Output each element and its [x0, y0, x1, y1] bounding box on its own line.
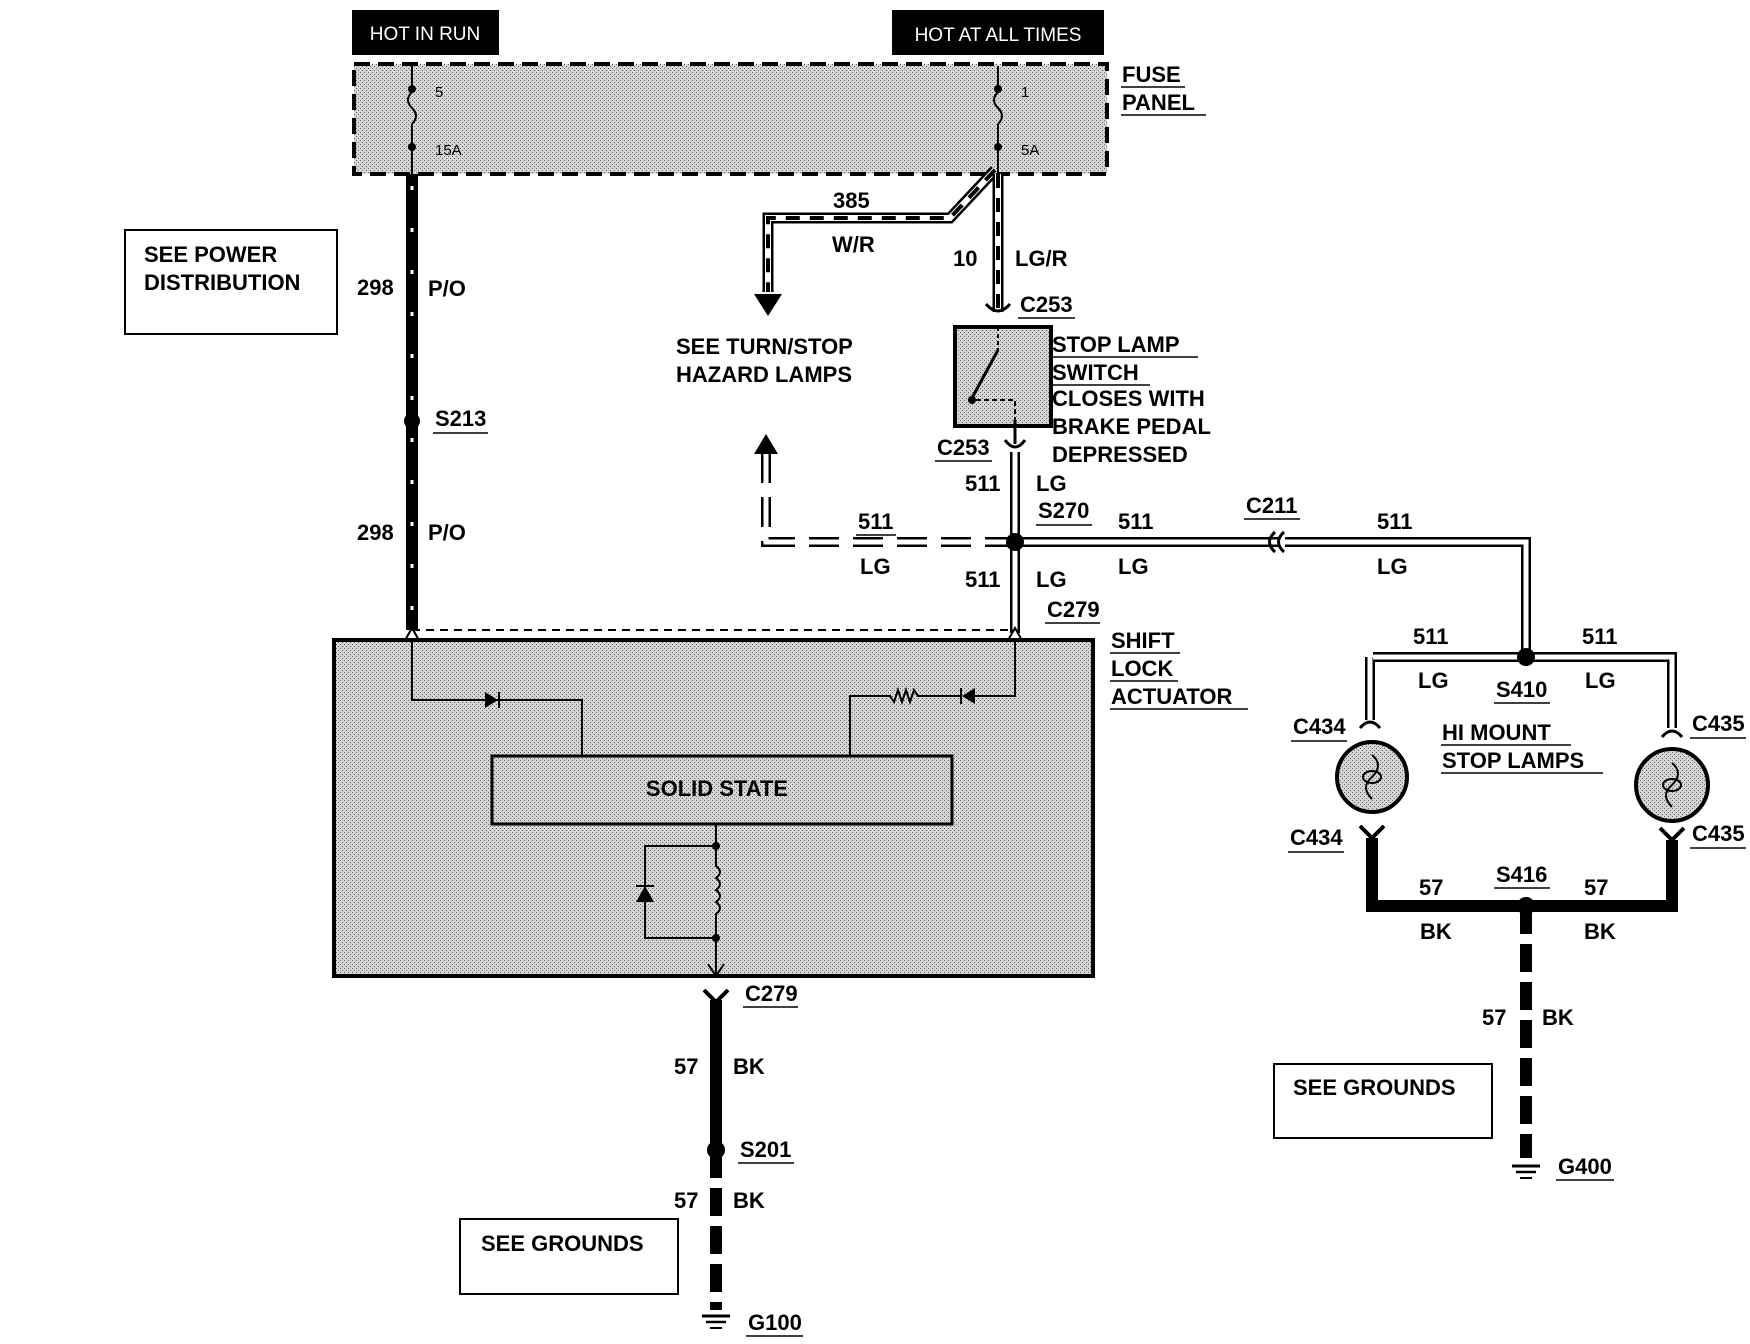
fuse-panel: FUSE PANEL [352, 62, 1206, 176]
wire-57-label-a: 57 [674, 1054, 698, 1079]
c253-lower-label: C253 [937, 435, 990, 460]
see-power-distribution-line-2: DISTRIBUTION [144, 270, 300, 295]
c435-lower-label: C435 [1692, 821, 1745, 846]
wire-bk-s416-right-label: BK [1584, 919, 1616, 944]
hi-mount-label-1: HI MOUNT [1442, 720, 1551, 745]
wire-385-wr: 385 W/R [754, 166, 1000, 316]
c434-upper-label: C434 [1293, 714, 1346, 739]
c253-lower-connector: C253 [935, 435, 1027, 462]
see-turn-stop-line-1: SEE TURN/STOP [676, 334, 853, 359]
wire-po-label-lower: P/O [428, 520, 466, 545]
wire-511-right-label: 511 [1118, 509, 1154, 534]
wire-511-branch-label: 511 [858, 509, 894, 534]
wire-lg-lower-label: LG [1036, 567, 1067, 592]
wire-bk-label-b: BK [733, 1188, 765, 1213]
s213-label: S213 [435, 406, 486, 431]
s201-label: S201 [740, 1137, 791, 1162]
wire-511-lg: C211 S270 511 LG 511 LG 511 LG 511 LG 51… [754, 434, 1677, 728]
wire-298-label-upper: 298 [357, 275, 394, 300]
wire-po-label-upper: P/O [428, 276, 466, 301]
hi-mount-label-2: STOP LAMPS [1442, 748, 1584, 773]
fuse-left: 5 15A [407, 66, 462, 176]
wire-57-label-b: 57 [674, 1188, 698, 1213]
see-power-distribution-line-1: SEE POWER [144, 242, 277, 267]
wire-lg-s410-left-label: LG [1418, 668, 1449, 693]
wire-lg-branch-label: LG [860, 554, 891, 579]
wire-lg-far-label: LG [1377, 554, 1408, 579]
c434-lower-label: C434 [1290, 825, 1343, 850]
wire-511-upper-label: 511 [965, 471, 1001, 496]
wire-57-s416-right-label: 57 [1584, 875, 1608, 900]
shift-lock-actuator: C279 SOLID STATE SHIFT LOCK ACTUATOR [332, 597, 1248, 978]
see-grounds-right-box: SEE GROUNDS [1273, 1063, 1493, 1139]
hi-mount-stop-lamps: C434 C434 C435 C435 HI MOUNT STOP LAMPS [1288, 711, 1746, 853]
wire-57-bk-g100: C279 57 BK S201 57 BK G100 [674, 981, 803, 1337]
s410-label: S410 [1496, 677, 1547, 702]
see-grounds-left-text: SEE GROUNDS [481, 1231, 644, 1256]
c211-label: C211 [1246, 493, 1297, 518]
wire-298-label-lower: 298 [357, 520, 394, 545]
fuse-panel-label-2: PANEL [1122, 90, 1195, 115]
stop-lamp-switch-label-1: STOP LAMP [1052, 332, 1180, 357]
see-turn-stop-line-2: HAZARD LAMPS [676, 362, 852, 387]
wire-385-label: 385 [833, 188, 870, 213]
stop-lamp-switch-label-2: SWITCH [1052, 360, 1139, 385]
stop-lamp-note-3: DEPRESSED [1052, 442, 1188, 467]
hot-in-run-text: HOT IN RUN [370, 24, 480, 45]
wire-lg-s410-right-label: LG [1585, 668, 1616, 693]
wire-57-s416-left-label: 57 [1419, 875, 1443, 900]
wire-lgr-label: LG/R [1015, 246, 1068, 271]
see-power-distribution-box: SEE POWER DISTRIBUTION [124, 229, 338, 335]
wire-10-label: 10 [953, 246, 977, 271]
stop-lamp-switch: STOP LAMP SWITCH CLOSES WITH BRAKE PEDAL… [953, 325, 1211, 467]
wire-bk-g400-label: BK [1542, 1005, 1574, 1030]
wire-511-far-label: 511 [1377, 509, 1413, 534]
wire-511-lower-label: 511 [965, 567, 1001, 592]
wire-bk-s416-left-label: BK [1420, 919, 1452, 944]
see-grounds-right-text: SEE GROUNDS [1293, 1075, 1456, 1100]
hot-at-all-times-header: HOT AT ALL TIMES [892, 10, 1104, 55]
c279-upper-label: C279 [1047, 597, 1100, 622]
see-grounds-left-box: SEE GROUNDS [459, 1218, 679, 1295]
s416-label: S416 [1496, 862, 1547, 887]
fuse-left-rating: 15A [435, 142, 462, 159]
solid-state-label: SOLID STATE [646, 776, 788, 801]
hot-at-all-times-text: HOT AT ALL TIMES [915, 25, 1082, 46]
wire-wr-label: W/R [832, 232, 875, 257]
wire-lg-upper-label: LG [1036, 471, 1067, 496]
shift-lock-label-2: LOCK [1111, 656, 1173, 681]
stop-lamp-note-1: CLOSES WITH [1052, 386, 1205, 411]
wire-511-s410-right-label: 511 [1582, 624, 1618, 649]
s270-label: S270 [1038, 498, 1089, 523]
fuse-panel-label-1: FUSE [1122, 62, 1181, 87]
wire-bk-label-a: BK [733, 1054, 765, 1079]
c253-upper-label: C253 [1020, 292, 1073, 317]
c279-lower-label: C279 [745, 981, 798, 1006]
wire-57-g400-label: 57 [1482, 1005, 1506, 1030]
wire-298-po: 298 P/O S213 298 P/O [357, 174, 488, 630]
wire-10-lgr: 10 LG/R C253 [953, 174, 1075, 319]
shift-lock-label-3: ACTUATOR [1111, 684, 1233, 709]
fuse-right-number: 1 [1021, 84, 1029, 101]
wire-511-s410-left-label: 511 [1413, 624, 1449, 649]
hot-in-run-header: HOT IN RUN [352, 10, 499, 55]
g100-label: G100 [748, 1310, 802, 1335]
wire-57-bk-g400: S416 57 BK 57 BK 57 BK G400 [1366, 838, 1678, 1181]
stop-lamp-note-2: BRAKE PEDAL [1052, 414, 1211, 439]
g400-label: G400 [1558, 1154, 1612, 1179]
shift-lock-label-1: SHIFT [1111, 628, 1175, 653]
fuse-right-rating: 5A [1021, 142, 1039, 159]
fuse-left-number: 5 [435, 84, 443, 101]
wire-lg-right-label: LG [1118, 554, 1149, 579]
c435-upper-label: C435 [1692, 711, 1745, 736]
fuse-right: 1 5A [993, 66, 1039, 176]
